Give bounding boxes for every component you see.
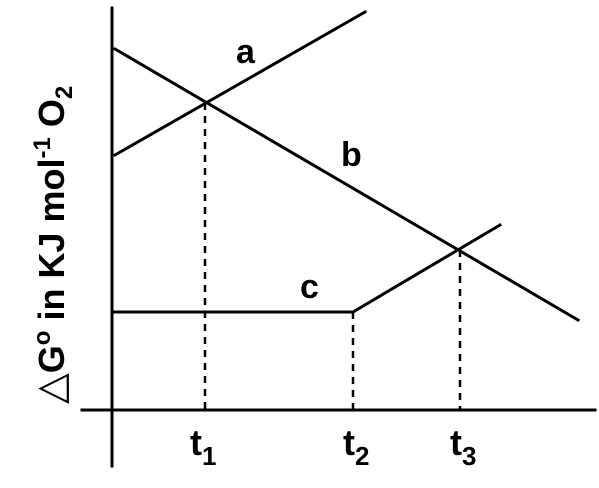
tick-label-t2: t2 [343,422,369,471]
line-c-label: c [300,268,319,306]
tick-label-t1: t1 [190,422,216,471]
line-b [112,46,581,323]
line-b-label: b [341,136,362,174]
y-axis-label: △Go in KJ mol-1 O2 [29,86,78,404]
line-a-label: a [236,33,256,71]
line-a [112,9,368,158]
tick-label-t3: t3 [450,422,476,471]
